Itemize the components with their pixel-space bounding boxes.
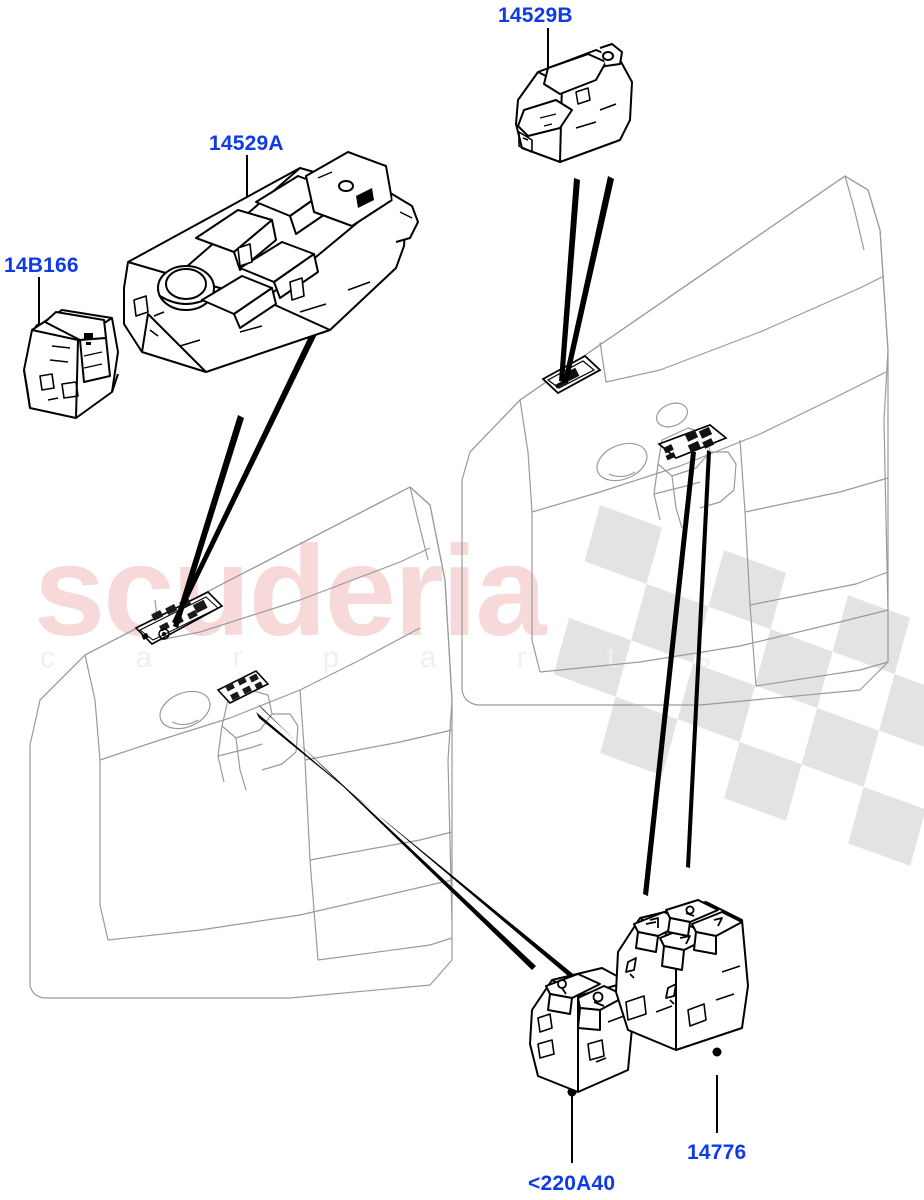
rear-door-trim-panel: [461, 175, 889, 706]
driver-master-window-switch: [123, 151, 419, 373]
child-lock-icon: [557, 979, 567, 995]
leader-14529b: [547, 28, 549, 88]
leader-14b166: [38, 277, 40, 329]
leader-lines: [34, 28, 722, 1163]
seat-tilt-symbol-icon: [679, 935, 691, 945]
leader-14776: [716, 1075, 718, 1133]
part-label-14b166: 14B166: [4, 254, 79, 277]
part-label-220a40: <220A40: [528, 1172, 616, 1195]
memory-glyph-icon: [625, 957, 637, 979]
leader-master-to-panel: [172, 330, 318, 624]
leader-secondary-to-220a40: [258, 704, 536, 970]
leader-rear-to-panel-a: [559, 178, 580, 382]
leader-rear-to-panel-b: [563, 176, 614, 383]
leader-220a40: [571, 1095, 573, 1163]
two-button-switch: [529, 967, 633, 1093]
watermark-tagline: c a r p a r t s: [40, 641, 747, 674]
single-window-switch: [23, 309, 119, 419]
part-label-14776: 14776: [687, 1141, 747, 1164]
leader-secondary-to-14776: [256, 712, 610, 1008]
window-lock-icon: [592, 991, 605, 1007]
leader-four-button-long-a: [643, 452, 696, 896]
front-door-secondary-switch-location: [216, 670, 270, 704]
leader-14529a: [246, 155, 248, 213]
part-label-14529a: 14529A: [209, 132, 284, 155]
part-label-14529b: 14529B: [498, 4, 573, 27]
four-button-switch: [615, 899, 749, 1051]
window-symbol-icon: [84, 333, 93, 345]
rear-door-window-switch: [515, 43, 633, 163]
rear-door-four-button-location: [657, 424, 728, 461]
seat-back-symbol-icon: [685, 905, 695, 917]
seat-symbol-icon: [645, 917, 659, 928]
leader-single-to-panel: [173, 415, 244, 628]
lumbar-symbol-icon: [713, 917, 723, 927]
leader-four-button-long-b: [686, 450, 711, 868]
